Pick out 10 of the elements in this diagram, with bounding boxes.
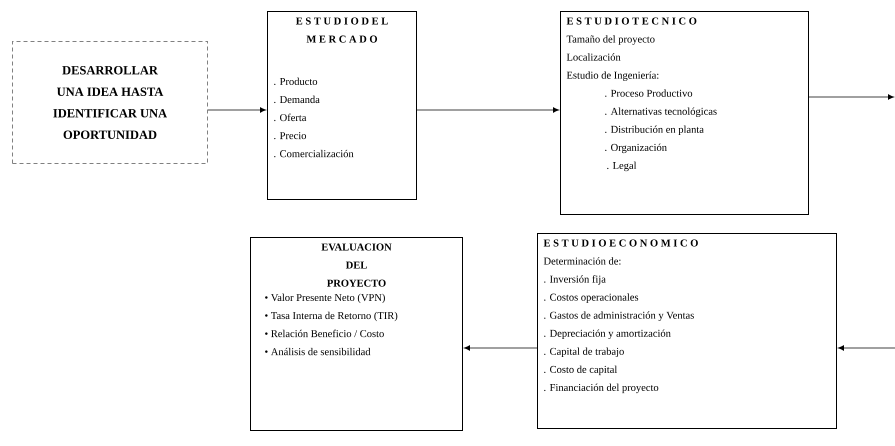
arrow (808, 94, 894, 100)
arrow (838, 345, 895, 351)
arrow (208, 107, 266, 113)
process-box: E S T U D I O D E L M E R C A D O . Producto . Demanda . Oferta . Precio . Comercialización (267, 11, 417, 200)
process-box: E S T U D I O E C O N O M I C O Determinación de: . Inversión fija . Costos operacionales . Gastos de administración y Ventas . Depreciación y amortización . Capital de trabajo . Costo de capital . Financiación del proyecto (537, 233, 837, 429)
process-box: E S T U D I O T E C N I C O Tamaño del proyecto Localización Estudio de Ingeniería: . Proceso Productivo . Alternativas tecnológicas . Distribución en planta . Organización . Legal (560, 11, 809, 215)
dashed-box: DESARROLLAR UNA IDEA HASTA IDENTIFICAR UNA OPORTUNIDAD (12, 41, 208, 164)
arrow (464, 345, 538, 351)
process-box: EVALUACION DEL PROYECTO • Valor Presente Neto (VPN) • Tasa Interna de Retorno (TIR) • Relación Beneficio / Costo • Análisis de sensibilidad (250, 237, 463, 431)
arrow (416, 107, 559, 113)
